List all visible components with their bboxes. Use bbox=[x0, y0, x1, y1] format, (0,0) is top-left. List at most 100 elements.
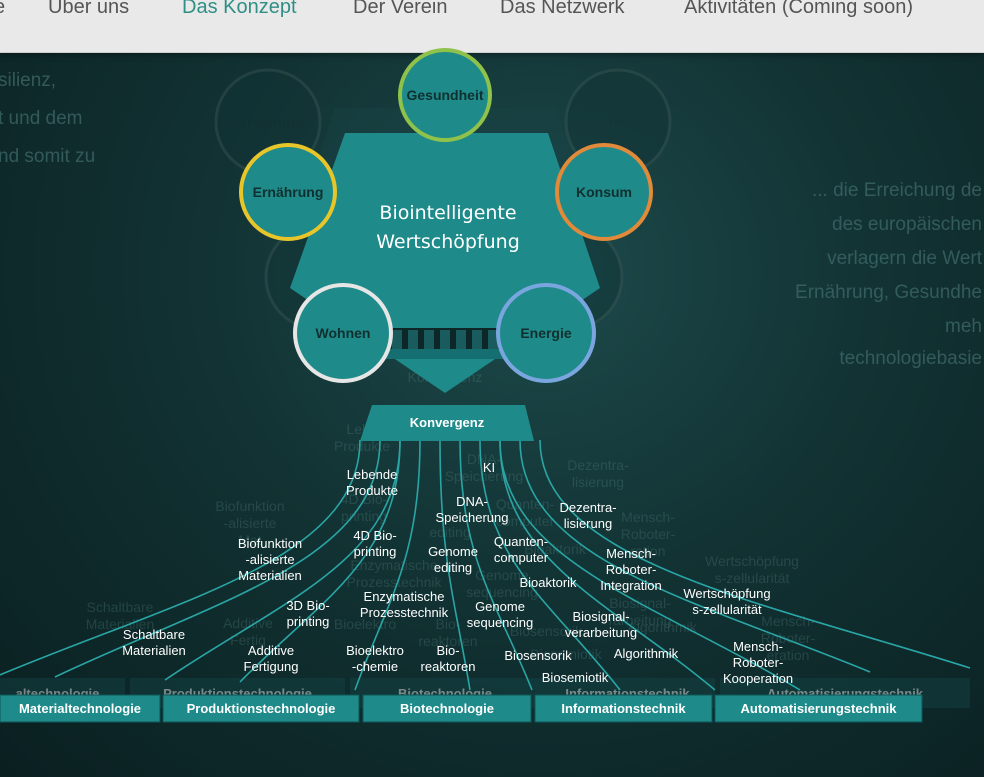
ghost-fan-label: Bio-reaktoren bbox=[418, 616, 477, 649]
ghost-fan-label: Algorithmik bbox=[627, 619, 697, 635]
background-text-right-6: technologiebasie bbox=[839, 348, 982, 369]
fan-label: KI bbox=[483, 460, 495, 475]
fan-line bbox=[499, 439, 801, 691]
fan-label: Biosensorik bbox=[504, 648, 572, 663]
connector-stripe bbox=[456, 330, 466, 356]
category-label: Materialtechnologie bbox=[19, 701, 141, 716]
theme-circle-label: Gesundheit bbox=[406, 87, 483, 103]
background-text-right-5: meh bbox=[945, 316, 982, 337]
background-text-left-1: silienz, bbox=[0, 70, 57, 91]
fan-line bbox=[499, 439, 716, 691]
fan-label: Bioelektro-chemie bbox=[346, 643, 404, 674]
category-box bbox=[714, 694, 923, 723]
ghost-fan-label: editing bbox=[429, 524, 470, 540]
fan-line bbox=[164, 439, 401, 681]
fan-line bbox=[439, 439, 471, 691]
ghost-fan-label: Biosensorik bbox=[510, 623, 583, 639]
category-label: Informationstechnik bbox=[561, 701, 686, 716]
nav-item-aktivitaeten[interactable]: Aktivitäten (Coming soon) bbox=[684, 0, 913, 18]
fan-label: Mensch-Roboter-Integration bbox=[600, 546, 661, 593]
background-text-right-4: Ernährung, Gesundhe bbox=[795, 282, 982, 303]
fan-line bbox=[519, 439, 871, 673]
fan-label: Quanten-computer bbox=[494, 534, 549, 565]
fan-line bbox=[0, 439, 361, 676]
connector-band bbox=[385, 349, 511, 359]
fan-label: Biosignal-verarbeitung bbox=[565, 609, 637, 640]
theme-circle-label: Ernährung bbox=[253, 184, 324, 200]
top-navigation-bar: e Über uns Das Konzept Der Verein Das Ne… bbox=[0, 0, 984, 53]
theme-circle bbox=[239, 143, 337, 241]
fan-lines bbox=[0, 439, 971, 691]
category-box bbox=[362, 694, 532, 723]
connector-stripe bbox=[424, 330, 434, 356]
theme-circle bbox=[398, 48, 492, 142]
nav-item-partial[interactable]: e bbox=[0, 0, 5, 19]
background-text-left-3: nd somit zu bbox=[0, 146, 96, 167]
background-text-left-2: t und dem bbox=[0, 108, 83, 129]
background-text-right-2: des europäischen bbox=[832, 214, 982, 235]
center-title-line-1: Biointelligente bbox=[379, 202, 516, 224]
ghost-circle-label: Konsum bbox=[590, 114, 646, 130]
fan-line bbox=[539, 439, 971, 669]
konvergenz-label: Konvergenz bbox=[410, 415, 485, 430]
connector-stripe bbox=[440, 330, 450, 356]
fan-label: 3D Bio-printing bbox=[286, 598, 329, 629]
nav-item-ueber-uns[interactable]: Über uns bbox=[48, 0, 130, 18]
fan-label: Mensch-Roboter-Kooperation bbox=[723, 639, 793, 686]
theme-circle bbox=[496, 283, 596, 383]
connector-stripe bbox=[408, 330, 418, 356]
fan-label: 4D Bio-printing bbox=[353, 528, 396, 559]
theme-circle bbox=[555, 143, 653, 241]
nav-item-das-konzept[interactable]: Das Konzept bbox=[182, 0, 297, 18]
fan-line bbox=[239, 439, 401, 683]
center-title-line-2: Wertschöpfung bbox=[376, 231, 520, 253]
nav-item-das-netzwerk[interactable]: Das Netzwerk bbox=[500, 0, 625, 18]
fan-label: Dezentra-lisierung bbox=[559, 500, 616, 531]
ghost-fan-label: Mensch-Roboter-ration bbox=[621, 509, 676, 559]
ghost-fan-label: Dezentra-lisierung bbox=[567, 457, 629, 490]
fan-line bbox=[354, 439, 421, 691]
category-box bbox=[0, 694, 161, 723]
category-box bbox=[534, 694, 713, 723]
category-box bbox=[162, 694, 360, 723]
background-text-right-1: ... die Erreichung de bbox=[811, 180, 982, 201]
theme-circle-label: Konsum bbox=[576, 184, 632, 200]
fan-label: DNA-Speicherung bbox=[436, 494, 509, 525]
connector-stripe bbox=[472, 330, 482, 356]
background-text-right-3: verlagern die Wert bbox=[827, 248, 982, 269]
connector-stripe bbox=[392, 330, 402, 356]
fan-line bbox=[54, 439, 381, 678]
ghost-circle-label: Ernährung bbox=[233, 114, 304, 130]
category-label: Biotechnologie bbox=[400, 701, 494, 716]
ghost-fan-label: Biosemiotik bbox=[530, 646, 603, 662]
fan-line bbox=[479, 439, 621, 691]
fan-label: Bioaktorik bbox=[519, 575, 577, 590]
konvergenz-shape bbox=[360, 405, 534, 441]
fan-label: Biosemiotik bbox=[542, 670, 609, 685]
fan-label: Bio-reaktoren bbox=[421, 643, 476, 674]
fan-line bbox=[459, 439, 533, 691]
fan-label: Algorithmik bbox=[614, 646, 679, 661]
theme-circle bbox=[293, 283, 393, 383]
theme-circle-label: Energie bbox=[520, 325, 572, 341]
nav-item-der-verein[interactable]: Der Verein bbox=[353, 0, 448, 18]
connector-stripe bbox=[488, 330, 498, 356]
theme-circle-label: Wohnen bbox=[316, 325, 371, 341]
category-label: Produktionstechnologie bbox=[187, 701, 336, 716]
category-label: Automatisierungstechnik bbox=[740, 701, 897, 716]
ghost-fan-label: Bioelektro bbox=[334, 616, 396, 632]
